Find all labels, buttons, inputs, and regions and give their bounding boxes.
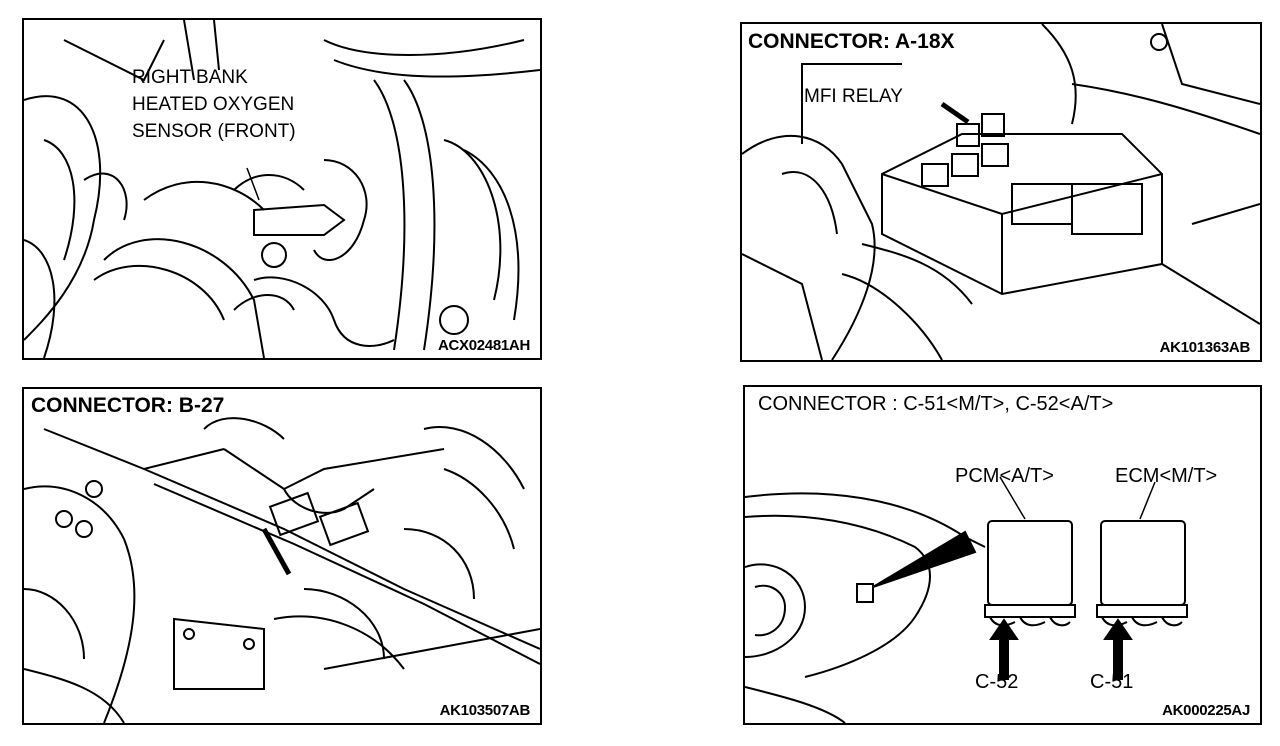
connector-title: CONNECTOR : C-51<M/T>, C-52<A/T> <box>758 393 1114 415</box>
connector-title: CONNECTOR: A-18X <box>748 30 955 53</box>
figure-code: AK103507AB <box>437 702 532 719</box>
panel-oxygen-sensor: RIGHT BANK HEATED OXYGEN SENSOR (FRONT) … <box>22 18 542 360</box>
relay-box-illustration <box>742 24 1260 360</box>
mfi-relay-label: MFI RELAY <box>804 86 903 107</box>
figure-code: ACX02481AH <box>435 337 532 354</box>
callout-line-3: SENSOR (FRONT) <box>132 121 296 142</box>
callout-line-1: RIGHT BANK <box>132 67 248 88</box>
pcm-label: PCM<A/T> <box>955 465 1054 487</box>
c51-label: C-51 <box>1090 671 1134 693</box>
callout-line-2: HEATED OXYGEN <box>132 94 295 115</box>
figure-code: AK000225AJ <box>1160 702 1252 719</box>
oxygen-sensor-callout: RIGHT BANK HEATED OXYGEN SENSOR (FRONT) <box>132 64 296 145</box>
c52-label: C-52 <box>975 671 1019 693</box>
panel-connector-a18x: CONNECTOR: A-18X MFI RELAY AK101363AB <box>740 22 1262 362</box>
engine-illustration <box>24 20 540 358</box>
panel-connector-c51-c52: CONNECTOR : C-51<M/T>, C-52<A/T> PCM<A/T… <box>743 385 1262 725</box>
ecm-label: ECM<M/T> <box>1115 465 1218 487</box>
panel-connector-b27: CONNECTOR: B-27 AK103507AB <box>22 387 542 725</box>
connector-title: CONNECTOR: B-27 <box>31 394 225 417</box>
dashboard-ecu-illustration <box>745 476 1188 723</box>
figure-code: AK101363AB <box>1157 339 1252 356</box>
engine-bay-illustration <box>24 417 540 723</box>
